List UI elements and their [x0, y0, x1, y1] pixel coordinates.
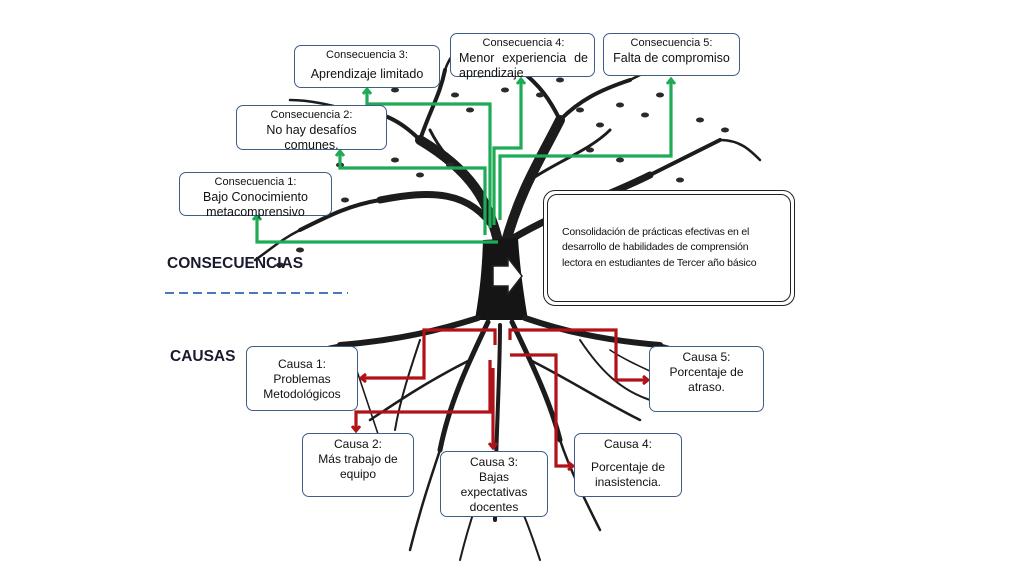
consecuencias-label: CONSECUENCIAS: [167, 255, 304, 272]
consequence-4-title: Consecuencia 4:: [482, 37, 565, 49]
consequence-box-3: Consecuencia 3: Aprendizaje limitado: [294, 45, 440, 88]
consequence-3-title: Consecuencia 3:: [326, 49, 408, 61]
cause-box-2: Causa 2: Más trabajo de equipo: [302, 433, 414, 497]
cause-1-text: Problemas Metodológicos: [263, 372, 341, 401]
consequence-1-title: Consecuencia 1:: [214, 176, 297, 188]
cause-box-3: Causa 3: Bajas expectativas docentes: [440, 451, 548, 517]
consequence-4-text: Menor experiencia de aprendizaje: [459, 50, 588, 81]
cause-arrows: [356, 328, 647, 466]
consequence-2-text: No hay desafíos comunes.: [266, 122, 357, 153]
right-arrow-icon: [492, 255, 523, 297]
consequence-3-text: Aprendizaje limitado: [310, 66, 424, 81]
cause-3-title: Causa 3:: [469, 455, 519, 469]
cause-5-text: Porcentaje de atraso.: [669, 365, 744, 394]
consequence-box-4: Consecuencia 4: Menor experiencia de apr…: [450, 33, 595, 80]
central-problem-box: Consolidación de prácticas efectivas en …: [543, 190, 795, 306]
cause-4-title: Causa 4:: [603, 437, 653, 451]
central-problem-text: Consolidación de prácticas efectivas en …: [562, 226, 757, 269]
cause-box-5: Causa 5: Porcentaje de atraso.: [649, 346, 764, 412]
consequence-box-1: Consecuencia 1: Bajo Conocimiento metaco…: [179, 172, 332, 219]
consequence-2-title: Consecuencia 2:: [270, 109, 353, 121]
consequence-box-5: Consecuencia 5: Falta de compromiso: [603, 33, 740, 76]
consequence-5-title: Consecuencia 5:: [630, 37, 713, 49]
cause-2-text: Más trabajo de equipo: [318, 452, 398, 481]
cause-4-text: Porcentaje de inasistencia.: [590, 460, 666, 489]
consequence-box-2: Consecuencia 2: No hay desafíos comunes.: [236, 105, 387, 152]
consequence-arrows: [257, 80, 671, 244]
consequence-5-text: Falta de compromiso: [613, 50, 730, 65]
consequence-1-text: Bajo Conocimiento metacomprensivo: [203, 189, 308, 220]
causas-label: CAUSAS: [170, 348, 236, 365]
cause-box-1: Causa 1: Problemas Metodológicos: [246, 346, 358, 411]
cause-1-title: Causa 1:: [277, 357, 327, 371]
cause-box-4: Causa 4: Porcentaje de inasistencia.: [574, 433, 682, 497]
cause-3-text: Bajas expectativas docentes: [460, 470, 528, 514]
cause-5-title: Causa 5:: [682, 350, 731, 364]
cause-2-title: Causa 2:: [333, 437, 383, 451]
